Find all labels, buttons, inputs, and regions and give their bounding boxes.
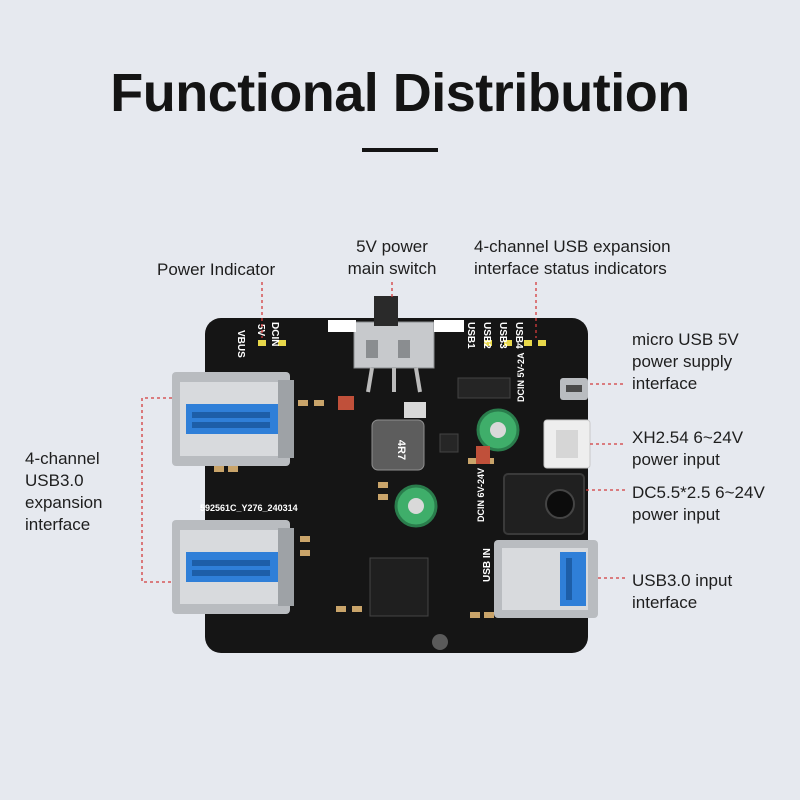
silk-5v: 5V (255, 324, 266, 337)
silk-off: OFF (439, 322, 459, 333)
title-underline (362, 148, 438, 152)
silk-on: ON (335, 322, 350, 333)
label-usb30-input: USB3.0 input interface (632, 571, 733, 612)
hub-controller-chip (369, 557, 429, 617)
label-power-indicator: Power Indicator (157, 260, 276, 279)
label-usb30-expansion: 4-channel USB3.0 expansion interface (25, 449, 103, 534)
label-micro-usb: micro USB 5V power supply interface (632, 330, 739, 393)
silk-usb-in: USB IN (482, 548, 493, 582)
label-xh254: XH2.54 6~24V power input (632, 428, 744, 469)
silk-usb2: USB2 (481, 322, 492, 349)
silk-inductor: 4R7 (395, 440, 407, 460)
label-main-switch: 5V power main switch (347, 237, 437, 278)
page-title: Functional Distribution (110, 63, 690, 123)
silk-vbus: VBUS (235, 330, 246, 358)
callout-lines (141, 282, 626, 583)
dc-barrel-jack (503, 473, 585, 535)
inductor (371, 419, 425, 471)
silk-dcin: DCIN (269, 322, 280, 346)
label-dc55: DC5.5*2.5 6~24V power input (632, 483, 765, 524)
silk-usb3: USB3 (497, 322, 508, 349)
usb30-expansion-port-bottom (172, 520, 294, 614)
label-status-indicators: 4-channel USB expansion interface status… (474, 237, 671, 278)
silk-model: 592561C_Y276_240314 (200, 503, 298, 513)
silk-dcin-5v: DCIN 5V-2A (516, 352, 526, 402)
usb30-input-port (494, 540, 598, 618)
silk-usb1: USB1 (465, 322, 476, 349)
silk-usb4: USB4 (513, 322, 524, 349)
silk-dcin-24v: DCIN 6V-24V (476, 468, 486, 522)
usb30-expansion-port-top (172, 372, 294, 466)
